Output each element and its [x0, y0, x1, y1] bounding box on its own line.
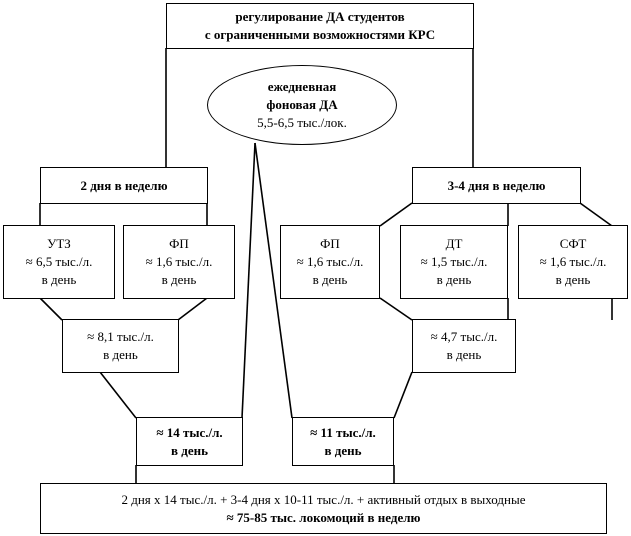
left-group-label: 2 дня в неделю — [80, 177, 168, 193]
bottom-line-2: ≈ 75-85 тыс. локомоций в неделю — [226, 509, 421, 525]
fp-left-box: ФП ≈ 1,6 тыс./л. в день — [123, 225, 235, 299]
connector-right-fp — [379, 202, 413, 227]
dt-unit: в день — [436, 272, 472, 287]
right-total-unit: в день — [324, 442, 362, 458]
right-total-value: ≈ 11 тыс./л. — [310, 424, 376, 440]
utz-unit: в день — [41, 272, 77, 287]
right-total-box: ≈ 11 тыс./л. в день — [292, 417, 394, 466]
dt-value: ≈ 1,5 тыс./л. — [420, 254, 488, 269]
left-total-box: ≈ 14 тыс./л. в день — [136, 417, 243, 466]
right-group-box: 3-4 дня в неделю — [412, 167, 581, 204]
left-total-value: ≈ 14 тыс./л. — [156, 424, 223, 440]
fp-left-value: ≈ 1,6 тыс./л. — [145, 254, 213, 269]
fp-right-value: ≈ 1,6 тыс./л. — [296, 254, 364, 269]
sft-name: СФТ — [559, 236, 587, 251]
connector-daily-right — [254, 142, 293, 419]
connector-utz-sum — [39, 297, 63, 321]
left-group-box: 2 дня в неделю — [40, 167, 208, 204]
utz-box: УТЗ ≈ 6,5 тыс./л. в день — [3, 225, 115, 299]
right-sum-value: ≈ 4,7 тыс./л. — [430, 329, 498, 344]
connector-fp-sum — [177, 297, 208, 321]
top-line-2: с ограниченными возможностями КРС — [204, 27, 436, 42]
connector-right-sft — [579, 202, 613, 227]
bottom-summary-box: 2 дня х 14 тыс./л. + 3-4 дня х 10-11 тыс… — [40, 483, 607, 534]
dt-box: ДТ ≈ 1,5 тыс./л. в день — [400, 225, 508, 299]
sft-value: ≈ 1,6 тыс./л. — [539, 254, 607, 269]
daily-line-2: фоновая ДА — [266, 97, 338, 112]
top-box: регулирование ДА студентов с ограниченны… — [166, 3, 474, 49]
connector-leftsum-total — [99, 371, 137, 419]
bottom-line-1: 2 дня х 14 тыс./л. + 3-4 дня х 10-11 тыс… — [121, 491, 526, 507]
left-total-unit: в день — [171, 442, 208, 458]
top-line-1: регулирование ДА студентов — [235, 9, 405, 24]
sft-box: СФТ ≈ 1,6 тыс./л. в день — [518, 225, 628, 299]
utz-name: УТЗ — [47, 236, 71, 251]
left-sum-unit: в день — [103, 347, 138, 362]
fp-right-name: ФП — [320, 236, 340, 251]
daily-line-1: ежедневная — [267, 79, 337, 94]
right-sum-unit: в день — [446, 347, 482, 362]
dt-name: ДТ — [445, 236, 463, 251]
sft-unit: в день — [555, 272, 591, 287]
connector-rightsum-total — [393, 371, 413, 419]
right-sum-box: ≈ 4,7 тыс./л. в день — [412, 319, 516, 373]
right-group-label: 3-4 дня в неделю — [447, 177, 546, 193]
utz-value: ≈ 6,5 тыс./л. — [25, 254, 93, 269]
connector-fpr-sum — [379, 297, 413, 321]
fp-right-unit: в день — [312, 272, 348, 287]
left-sum-box: ≈ 8,1 тыс./л. в день — [62, 319, 179, 373]
daily-line-3: 5,5-6,5 тыс./лок. — [257, 115, 347, 130]
daily-activity-ellipse: ежедневная фоновая ДА 5,5-6,5 тыс./лок. — [207, 65, 397, 145]
fp-right-box: ФП ≈ 1,6 тыс./л. в день — [280, 225, 380, 299]
fp-left-name: ФП — [169, 236, 189, 251]
fp-left-unit: в день — [161, 272, 197, 287]
connector-daily-left — [241, 142, 256, 419]
left-sum-value: ≈ 8,1 тыс./л. — [87, 329, 154, 344]
